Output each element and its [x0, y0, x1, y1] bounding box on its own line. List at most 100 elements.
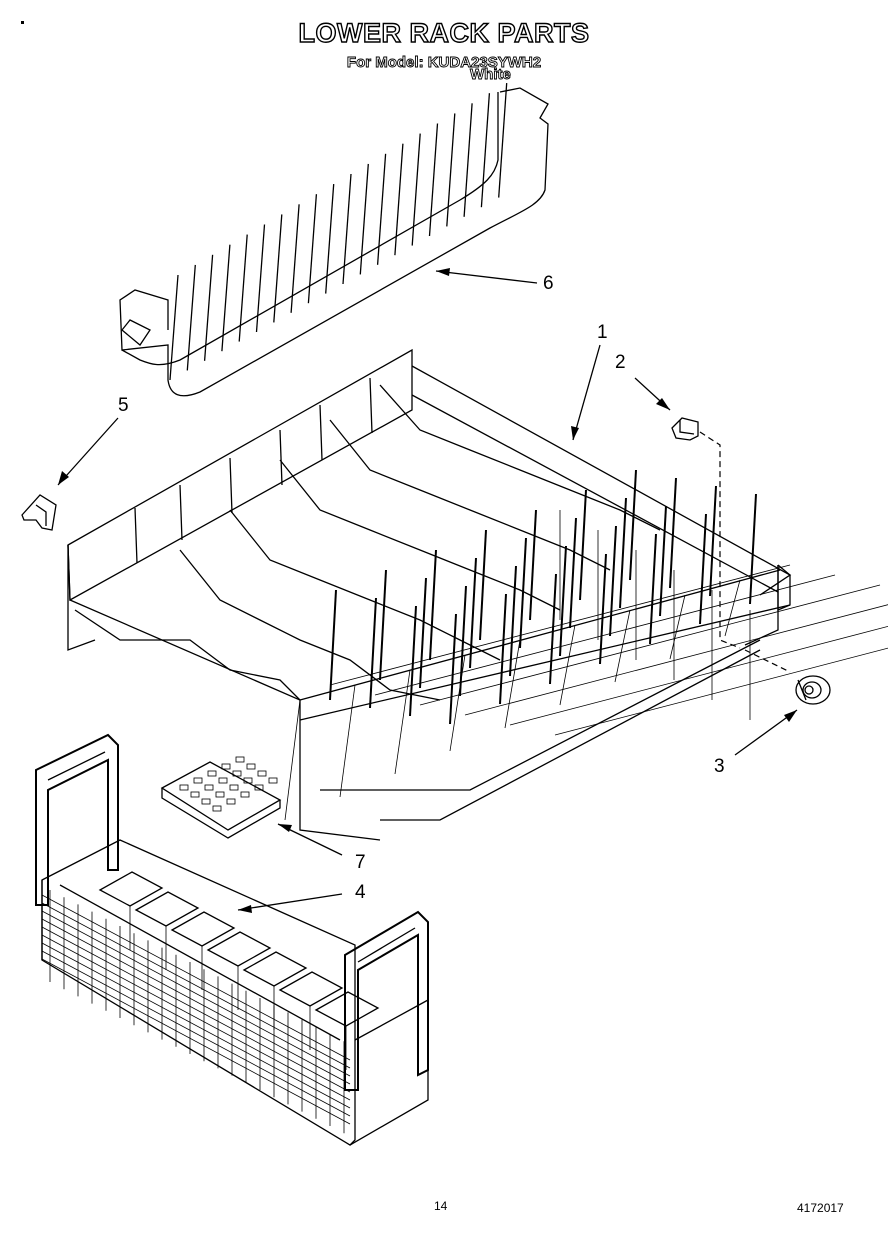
tine — [203, 254, 214, 361]
basket-horizontal — [41, 918, 351, 1085]
basket-compartment — [98, 871, 164, 907]
tray-hole — [201, 798, 211, 805]
corner-mark — [21, 21, 24, 24]
tine — [221, 244, 231, 352]
rack-tine — [699, 513, 707, 625]
rack-tine — [629, 469, 637, 581]
tray-hole — [240, 791, 250, 798]
rack-tine — [549, 573, 557, 685]
tine — [186, 264, 196, 371]
tray-hole — [226, 798, 236, 805]
rack-post — [229, 457, 233, 514]
tray-hole — [193, 777, 203, 784]
rack-floor-line — [329, 564, 791, 686]
tine-lines — [169, 83, 508, 381]
callout-2: 2 — [615, 352, 626, 373]
callout-5: 5 — [118, 395, 129, 416]
rack-grid-lines — [67, 377, 888, 821]
basket-horizontal — [41, 894, 351, 1061]
rack-floor-line — [374, 574, 836, 696]
rack-floor-line — [554, 647, 888, 736]
part-6-tine-row — [119, 83, 549, 397]
rack-floor-line — [449, 654, 466, 752]
rack-tine — [659, 505, 667, 617]
model-line: For Model: KUDA23SYWH2 — [346, 54, 542, 72]
rack-post — [369, 377, 373, 434]
tine — [169, 274, 179, 381]
rack-floor-line — [394, 669, 411, 775]
basket-compartment — [206, 931, 272, 967]
tray-hole — [246, 763, 256, 770]
rack-floor-line — [339, 684, 356, 798]
tine — [463, 103, 473, 217]
tray-hole — [254, 784, 264, 791]
basket-horizontal — [41, 950, 351, 1117]
rack-tine — [559, 545, 567, 657]
basket-horizontal — [41, 958, 351, 1125]
callout-1: 1 — [597, 322, 608, 343]
basket-compartment — [170, 911, 236, 947]
rack-floor-line — [724, 579, 741, 637]
rack-tine — [749, 493, 757, 605]
tray-hole — [232, 770, 242, 777]
rack-tine — [429, 549, 437, 661]
tray-hole — [212, 805, 222, 812]
document-number: 4172017 — [797, 1201, 844, 1215]
basket-compartment — [278, 971, 344, 1007]
rack-tine — [479, 529, 487, 641]
tine — [238, 234, 248, 342]
basket-compartment — [314, 991, 380, 1027]
callout-7: 7 — [355, 852, 366, 873]
basket-grid — [41, 890, 351, 1134]
tine — [376, 153, 387, 265]
rack-tine — [369, 597, 377, 709]
tray-hole — [218, 777, 228, 784]
tray-hole — [268, 777, 278, 784]
rack-tine — [579, 489, 587, 601]
tine — [498, 83, 508, 198]
basket-compartments — [98, 871, 380, 1070]
tray-hole — [190, 791, 200, 798]
rack-tine — [569, 517, 577, 629]
tine — [428, 123, 439, 237]
basket-horizontal — [41, 934, 351, 1101]
rack-tine — [409, 605, 417, 717]
page-number: 14 — [434, 1199, 448, 1213]
tine — [273, 214, 283, 323]
tine — [290, 204, 300, 313]
rack-tine — [419, 577, 427, 689]
tray-hole — [221, 763, 231, 770]
rack-floor-line — [509, 625, 888, 726]
part-5-bracket — [21, 494, 57, 531]
rack-tine — [469, 557, 477, 669]
basket-horizontal — [41, 902, 351, 1069]
tray-hole — [235, 756, 245, 763]
tine — [359, 163, 369, 275]
tray-hole — [257, 770, 267, 777]
part-1-lower-rack — [67, 348, 888, 841]
part-4-basket — [35, 733, 429, 1146]
tine — [394, 143, 404, 256]
basket-horizontal — [41, 942, 351, 1109]
rack-tine — [509, 565, 517, 677]
rack-tine — [529, 509, 537, 621]
rack-tine — [599, 553, 607, 665]
tine — [480, 93, 491, 208]
rack-tine — [709, 485, 717, 597]
rack-floor-line — [669, 594, 686, 660]
rack-floor-line — [284, 699, 301, 821]
callout-6: 6 — [543, 273, 554, 294]
tine — [342, 173, 352, 285]
basket-horizontal — [41, 926, 351, 1093]
callout-4: 4 — [355, 882, 366, 903]
tray-hole — [229, 784, 239, 791]
rack-floor-line — [614, 609, 631, 683]
tine — [446, 113, 456, 227]
rack-floor-line — [559, 624, 576, 706]
leader-lines — [57, 268, 798, 913]
rack-post — [67, 544, 71, 601]
part-2-clip — [671, 417, 741, 649]
rack-tine — [519, 537, 527, 649]
tine — [411, 133, 421, 246]
part-3-wheel — [744, 649, 831, 705]
